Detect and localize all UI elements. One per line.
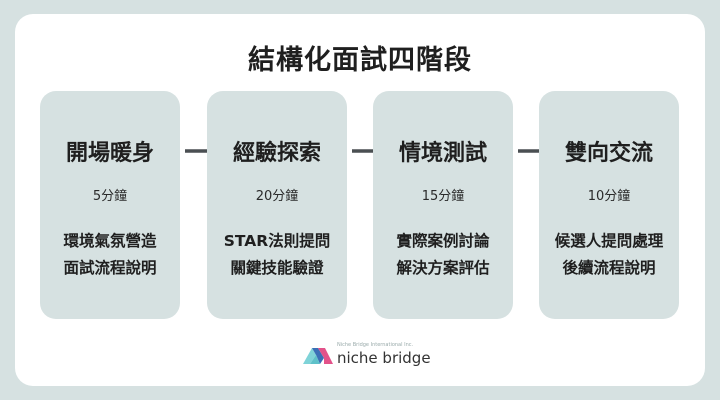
stage-description: 實際案例討論 解決方案評估 [373,228,513,282]
niche-bridge-logo: Niche Bridge International Inc. niche br… [303,342,433,370]
stage-description-line: 關鍵技能驗證 [230,259,324,277]
stage-duration: 15分鐘 [421,189,465,204]
stage-description: STAR法則提問 關鍵技能驗證 [207,228,347,282]
stage-name: 情境測試 [398,141,487,166]
stage-description-line: 候選人提問處理 [554,232,664,250]
stage-duration: 20分鐘 [255,189,299,204]
stage-description-line: 環境氣氛營造 [63,232,157,250]
diagram-title: 結構化面試四階段 [248,45,472,76]
stage-name: 雙向交流 [564,141,653,166]
stage-duration: 10分鐘 [587,189,631,204]
stage-card-4: 雙向交流 10分鐘 候選人提問處理 後續流程說明 [539,91,679,319]
stage-description-line: 實際案例討論 [396,232,490,250]
stage-description-line: 解決方案評估 [396,259,490,277]
logo-tagline: Niche Bridge International Inc. [337,342,414,348]
stage-name: 經驗探索 [232,141,321,166]
stage-description: 環境氣氛營造 面試流程說明 [40,228,180,282]
stage-duration: 5分鐘 [92,189,128,204]
bridge-logo-icon [303,348,333,364]
stage-description-line: 面試流程說明 [63,259,157,277]
stage-card-1: 開場暖身 5分鐘 環境氣氛營造 面試流程說明 [40,91,180,319]
stage-name: 開場暖身 [65,141,154,166]
stage-card-2: 經驗探索 20分鐘 STAR法則提問 關鍵技能驗證 [207,91,347,319]
stage-description-line: STAR法則提問 [223,232,331,250]
stage-description: 候選人提問處理 後續流程說明 [539,228,679,282]
logo-brand-name: niche bridge [337,349,431,367]
stage-card-3: 情境測試 15分鐘 實際案例討論 解決方案評估 [373,91,513,319]
diagram-panel: 結構化面試四階段 開場暖身 5分鐘 環境氣氛營造 面試流程說明 經驗探索 20分… [15,14,705,386]
stage-description-line: 後續流程說明 [562,259,656,277]
